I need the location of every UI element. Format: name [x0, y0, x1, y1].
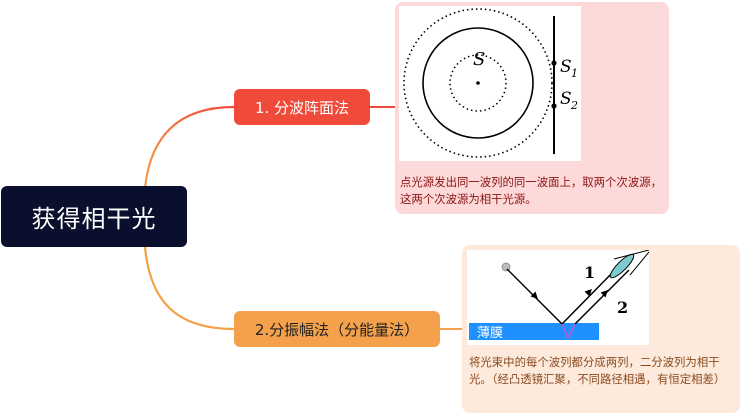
connector-branch-2: [143, 246, 235, 331]
wavefront-description: 点光源发出同一波列的同一波面上，取两个次波源，这两个次波源为相干光源。: [400, 175, 662, 206]
branch-node-amplitude-division[interactable]: 2.分振幅法（分能量法）: [234, 311, 440, 347]
inner-wavefront-dotted: [449, 54, 507, 112]
reflected-ray-2: [574, 269, 630, 325]
film-refraction-path: [561, 323, 576, 340]
branch-2-label: 2.分振幅法（分能量法）: [254, 320, 420, 339]
focus-ray-upper: [613, 250, 649, 260]
point-source-dot: [476, 81, 480, 85]
slit-1-dot: [551, 60, 557, 66]
slit-2-dot: [551, 103, 557, 109]
ray-2-label: 2: [617, 298, 628, 317]
connector-branch-1: [143, 105, 235, 189]
slit-2-subscript: 2: [570, 99, 578, 112]
root-title: 获得相干光: [31, 205, 157, 233]
slit-2-label: S: [560, 89, 572, 109]
ray-1-label: 1: [584, 263, 595, 282]
source-label: S: [473, 49, 485, 70]
middle-wavefront: [422, 27, 534, 139]
branch-node-wavefront-division[interactable]: 1. 分波阵面法: [234, 89, 370, 125]
amplitude-division-figure: 薄膜 1 2: [467, 250, 649, 345]
amplitude-description: 将光束中的每个波列都分成两列，二分波列为相干光。（经凸透镜汇聚，不同路径相遇，有…: [469, 355, 726, 386]
outer-wavefront-dotted: [403, 8, 553, 158]
root-node[interactable]: 获得相干光: [1, 186, 187, 247]
slit-1-label: S: [560, 57, 572, 77]
branch-1-label: 1. 分波阵面法: [254, 98, 350, 117]
convex-lens: [609, 253, 635, 279]
focus-ray-lower: [629, 251, 649, 276]
wavefront-division-figure: S S 1 S 2: [399, 6, 581, 161]
film-label: 薄膜: [477, 326, 503, 341]
slit-1-subscript: 1: [571, 67, 578, 80]
